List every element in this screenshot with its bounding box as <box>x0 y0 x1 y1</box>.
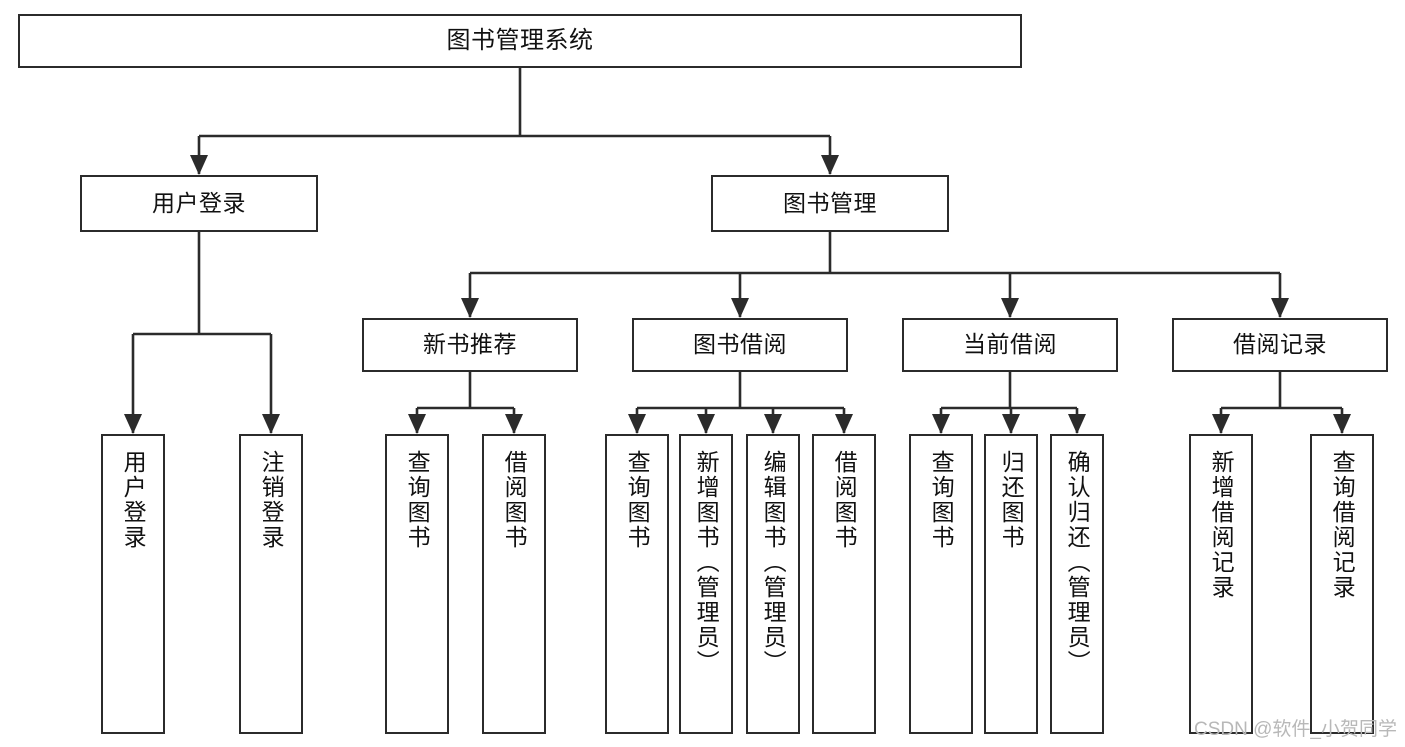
node-leaf-borrow-book-1[interactable]: 借阅图书 <box>482 434 546 734</box>
node-book-manage[interactable]: 图书管理 <box>711 175 949 232</box>
node-borrow-record[interactable]: 借阅记录 <box>1172 318 1388 372</box>
node-borrow-record-label: 借阅记录 <box>1233 331 1327 358</box>
watermark-text: CSDN @软件_小贺同学 <box>1194 719 1397 740</box>
node-leaf-add-record[interactable]: 新增借阅记录 <box>1189 434 1253 734</box>
node-user-login[interactable]: 用户登录 <box>80 175 318 232</box>
node-leaf-add-book-admin-label: 新增图书（管理员） <box>693 450 720 675</box>
node-leaf-borrow-book-2-label: 借阅图书 <box>831 450 858 550</box>
node-leaf-user-logout[interactable]: 注销登录 <box>239 434 303 734</box>
node-leaf-edit-book-admin-label: 编辑图书（管理员） <box>760 450 787 675</box>
node-leaf-add-record-label: 新增借阅记录 <box>1208 450 1235 600</box>
node-book-manage-label: 图书管理 <box>783 189 877 216</box>
node-leaf-query-book-1[interactable]: 查询图书 <box>385 434 449 734</box>
node-leaf-query-record-label: 查询借阅记录 <box>1329 450 1356 600</box>
node-book-borrow-label: 图书借阅 <box>693 331 787 358</box>
node-leaf-query-book-3[interactable]: 查询图书 <box>909 434 973 734</box>
node-leaf-add-book-admin[interactable]: 新增图书（管理员） <box>679 434 733 734</box>
node-user-login-label: 用户登录 <box>152 189 246 216</box>
node-leaf-confirm-return-label: 确认归还（管理员） <box>1064 450 1091 675</box>
node-leaf-query-record[interactable]: 查询借阅记录 <box>1310 434 1374 734</box>
node-leaf-edit-book-admin[interactable]: 编辑图书（管理员） <box>746 434 800 734</box>
node-root[interactable]: 图书管理系统 <box>18 14 1022 68</box>
node-leaf-return-book[interactable]: 归还图书 <box>984 434 1038 734</box>
node-new-book-recommend[interactable]: 新书推荐 <box>362 318 578 372</box>
node-leaf-return-book-label: 归还图书 <box>998 450 1025 550</box>
node-leaf-borrow-book-2[interactable]: 借阅图书 <box>812 434 876 734</box>
node-leaf-confirm-return[interactable]: 确认归还（管理员） <box>1050 434 1104 734</box>
node-leaf-query-book-2[interactable]: 查询图书 <box>605 434 669 734</box>
node-new-book-recommend-label: 新书推荐 <box>423 331 517 358</box>
node-book-borrow[interactable]: 图书借阅 <box>632 318 848 372</box>
node-leaf-borrow-book-1-label: 借阅图书 <box>501 450 528 550</box>
node-leaf-user-logout-label: 注销登录 <box>258 450 285 550</box>
node-leaf-user-login-label: 用户登录 <box>120 450 147 550</box>
node-leaf-query-book-3-label: 查询图书 <box>928 450 955 550</box>
node-leaf-user-login[interactable]: 用户登录 <box>101 434 165 734</box>
node-leaf-query-book-2-label: 查询图书 <box>624 450 651 550</box>
node-root-label: 图书管理系统 <box>446 26 594 54</box>
node-current-borrow[interactable]: 当前借阅 <box>902 318 1118 372</box>
node-current-borrow-label: 当前借阅 <box>963 331 1057 358</box>
node-leaf-query-book-1-label: 查询图书 <box>404 450 431 550</box>
